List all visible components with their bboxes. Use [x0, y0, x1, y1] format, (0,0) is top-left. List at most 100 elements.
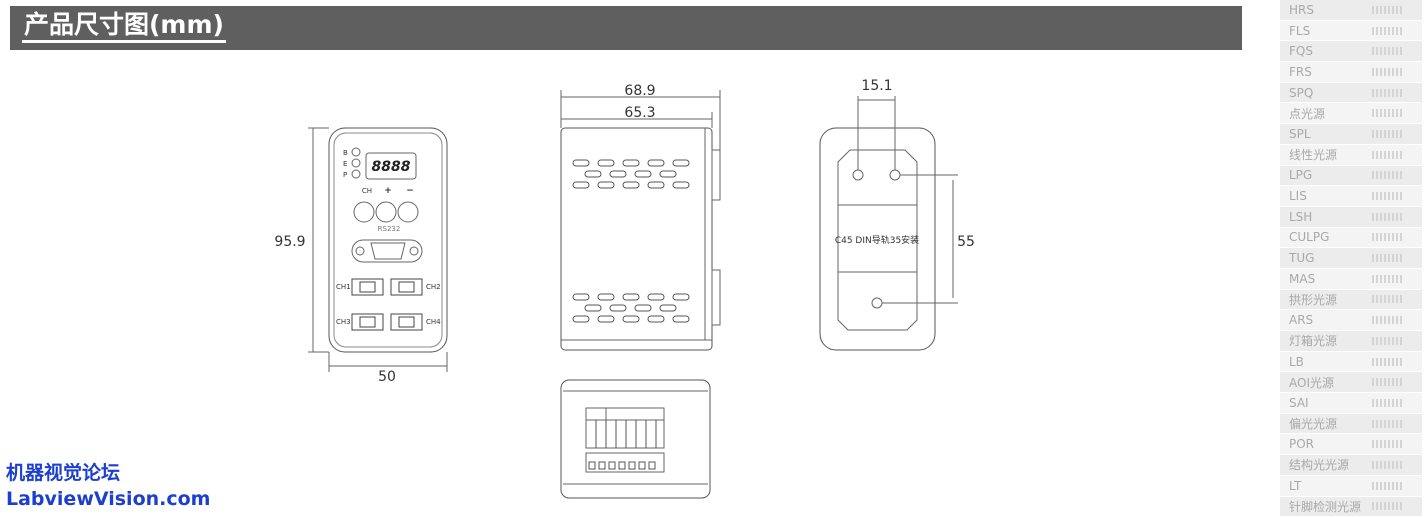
- led-icon: [352, 159, 360, 167]
- width-dimension: 50: [378, 369, 396, 385]
- brand-name: 机器视觉论坛: [6, 458, 120, 485]
- page-code-mark: [1372, 337, 1404, 345]
- page-code-mark: [1372, 254, 1404, 262]
- vent-slot: [573, 294, 589, 300]
- page-code-mark: [1372, 358, 1404, 366]
- channel-label: CH4: [426, 318, 441, 326]
- sidebar-item-label: 针脚检测光源: [1289, 498, 1361, 515]
- sidebar-item-label: SAI: [1289, 396, 1309, 410]
- sidebar-item[interactable]: ARS: [1280, 310, 1422, 331]
- front-view: 95.9 50 B E P 8888 CH + − RS232 CH1 CH2 …: [274, 128, 447, 385]
- vent-slot: [660, 305, 676, 311]
- sidebar-item-label: FLS: [1289, 24, 1310, 38]
- rs232-label: RS232: [378, 225, 401, 233]
- sidebar-item-label: SPQ: [1289, 86, 1313, 100]
- sidebar-item-label: LPG: [1289, 168, 1312, 182]
- vent-slot: [660, 171, 676, 177]
- sidebar-item-label: POR: [1289, 437, 1314, 451]
- page-code-mark: [1372, 171, 1404, 179]
- mount-label: C45 DIN导轨35安装: [835, 234, 919, 246]
- sidebar-item[interactable]: SPL: [1280, 124, 1422, 145]
- page-code-mark: [1372, 47, 1404, 55]
- sidebar-item[interactable]: POR: [1280, 434, 1422, 455]
- sidebar-item-label: 偏光光源: [1289, 415, 1337, 432]
- vent-slot: [585, 171, 601, 177]
- sidebar-item[interactable]: AOI光源: [1280, 372, 1422, 393]
- sidebar-item[interactable]: 针脚检测光源: [1280, 497, 1422, 517]
- button-label: −: [406, 186, 414, 196]
- segment-display: 8888: [372, 159, 411, 175]
- terminal-pin: [639, 462, 645, 469]
- page-code-mark: [1372, 6, 1404, 14]
- sidebar-item[interactable]: SAI: [1280, 393, 1422, 414]
- page-code-mark: [1372, 192, 1404, 200]
- sidebar-item[interactable]: FRS: [1280, 62, 1422, 83]
- sidebar-item[interactable]: 灯箱光源: [1280, 331, 1422, 352]
- channel-label: CH2: [426, 283, 441, 291]
- page-code-mark: [1372, 482, 1404, 490]
- vent-slot: [648, 182, 664, 188]
- sidebar-item[interactable]: FQS: [1280, 41, 1422, 62]
- led-icon: [352, 170, 360, 178]
- sidebar-item[interactable]: 线性光源: [1280, 145, 1422, 166]
- product-sidebar: HRS FLS FQS FRS SPQ 点光源 SPL 线性光源 LPG LIS LSH CULPG T…: [1280, 0, 1422, 517]
- terminal-pin: [649, 462, 655, 469]
- sidebar-item-label: LSH: [1289, 210, 1312, 224]
- vent-slot: [623, 294, 639, 300]
- hole-spacing-dimension: 15.1: [861, 78, 892, 94]
- page-code-mark: [1372, 109, 1404, 117]
- vent-slot: [673, 160, 689, 166]
- sidebar-item-label: FRS: [1289, 65, 1312, 79]
- sidebar-item-label: TUG: [1289, 251, 1314, 265]
- vent-slot: [648, 160, 664, 166]
- height-dimension: 95.9: [274, 234, 305, 250]
- channel-label: CH3: [336, 318, 351, 326]
- page-code-mark: [1372, 27, 1404, 35]
- vent-slot: [598, 160, 614, 166]
- rail-mount-view: 15.1 55 C45 DIN导轨35安装: [820, 78, 975, 350]
- sidebar-item[interactable]: 点光源: [1280, 103, 1422, 124]
- page-code-mark: [1372, 461, 1404, 469]
- vent-slot: [648, 294, 664, 300]
- vent-slot: [648, 316, 664, 322]
- sidebar-item[interactable]: MAS: [1280, 269, 1422, 290]
- sidebar-item[interactable]: FLS: [1280, 21, 1422, 42]
- sidebar-item[interactable]: 结构光光源: [1280, 455, 1422, 476]
- led-label: E: [343, 160, 347, 168]
- led-label: B: [343, 149, 348, 157]
- page-code-mark: [1372, 420, 1404, 428]
- vertical-spacing-dimension: 55: [957, 234, 975, 250]
- sidebar-item-label: 点光源: [1289, 105, 1325, 122]
- page-code-mark: [1372, 440, 1404, 448]
- vent-slot: [573, 316, 589, 322]
- button-label: +: [384, 186, 392, 196]
- sidebar-item[interactable]: TUG: [1280, 248, 1422, 269]
- vent-slot: [573, 182, 589, 188]
- page-code-mark: [1372, 213, 1404, 221]
- sidebar-item[interactable]: LB: [1280, 352, 1422, 373]
- vent-slot: [673, 316, 689, 322]
- page-code-mark: [1372, 89, 1404, 97]
- sidebar-item[interactable]: LSH: [1280, 207, 1422, 228]
- sidebar-item[interactable]: SPQ: [1280, 83, 1422, 104]
- outer-depth-dimension: 68.9: [624, 83, 655, 99]
- terminal-pin: [619, 462, 625, 469]
- page-code-mark: [1372, 130, 1404, 138]
- sidebar-item[interactable]: CULPG: [1280, 228, 1422, 249]
- sidebar-item[interactable]: LIS: [1280, 186, 1422, 207]
- sidebar-item-label: SPL: [1289, 127, 1311, 141]
- brand-url[interactable]: LabviewVision.com: [6, 488, 210, 510]
- vent-slot: [635, 305, 651, 311]
- sidebar-item[interactable]: 偏光光源: [1280, 414, 1422, 435]
- side-view: 68.9 65.3: [561, 83, 720, 350]
- sidebar-item[interactable]: 拱形光源: [1280, 290, 1422, 311]
- channel-label: CH1: [336, 283, 351, 291]
- sidebar-item-label: 线性光源: [1289, 146, 1337, 163]
- sidebar-item[interactable]: LT: [1280, 476, 1422, 497]
- sidebar-item[interactable]: HRS: [1280, 0, 1422, 21]
- vent-slot: [673, 182, 689, 188]
- vent-slot: [598, 316, 614, 322]
- sidebar-item[interactable]: LPG: [1280, 166, 1422, 187]
- button-label: CH: [362, 187, 372, 195]
